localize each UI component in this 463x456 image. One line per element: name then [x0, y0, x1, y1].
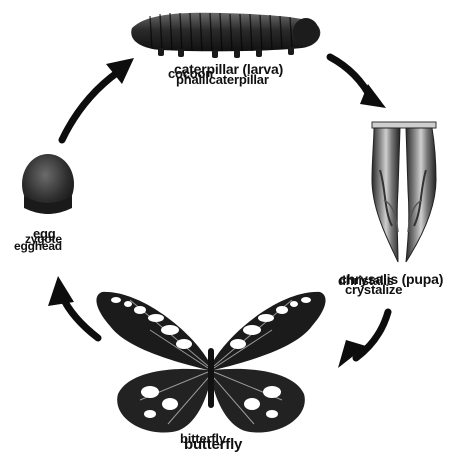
arrow-chrysalis-to-butterfly — [338, 312, 388, 368]
butterfly-overlay-bitterfly: bitterfly — [180, 432, 226, 445]
butterfly-icon — [96, 292, 325, 433]
chrysalis-overlay-crystalize: crystalize — [345, 283, 402, 296]
egg-overlay-egghead: egghead — [14, 240, 62, 252]
arrow-caterpillar-to-chrysalis — [330, 57, 386, 108]
arrow-egg-to-caterpillar — [62, 58, 134, 140]
arrow-butterfly-to-egg — [48, 276, 98, 338]
chrysalis-icon — [372, 122, 436, 262]
egg-icon — [22, 154, 74, 214]
caterpillar-overlay-phallicaterpillar: phallicaterpillar — [176, 73, 269, 86]
caterpillar-icon — [131, 13, 320, 58]
